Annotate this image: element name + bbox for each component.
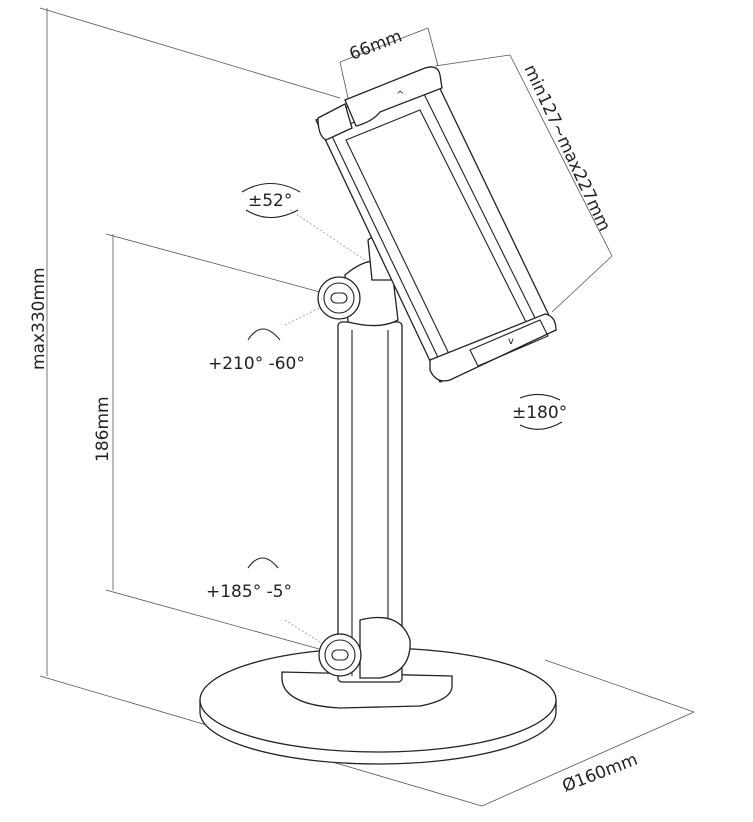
tilt-label: ±52° xyxy=(248,191,292,211)
tablet-holder: ^ v xyxy=(315,66,557,383)
arm-height-label: 186mm xyxy=(93,396,113,462)
clamp-range-label: min127~max227mm xyxy=(519,62,614,235)
rotate-label: ±180° xyxy=(512,403,567,423)
base-diameter-label: Ø160mm xyxy=(560,750,641,797)
dimension-lines xyxy=(39,7,695,807)
rotation-arrows xyxy=(241,183,563,569)
svg-text:^: ^ xyxy=(396,90,404,101)
stand-column xyxy=(318,321,411,683)
stand-base xyxy=(199,647,557,765)
upper-joint-label: +210° -60° xyxy=(208,354,305,374)
svg-text:v: v xyxy=(508,336,514,347)
max-height-label: max330mm xyxy=(29,267,49,370)
clamp-width-label: 66mm xyxy=(347,26,405,64)
lower-joint-label: +185° -5° xyxy=(206,582,292,602)
